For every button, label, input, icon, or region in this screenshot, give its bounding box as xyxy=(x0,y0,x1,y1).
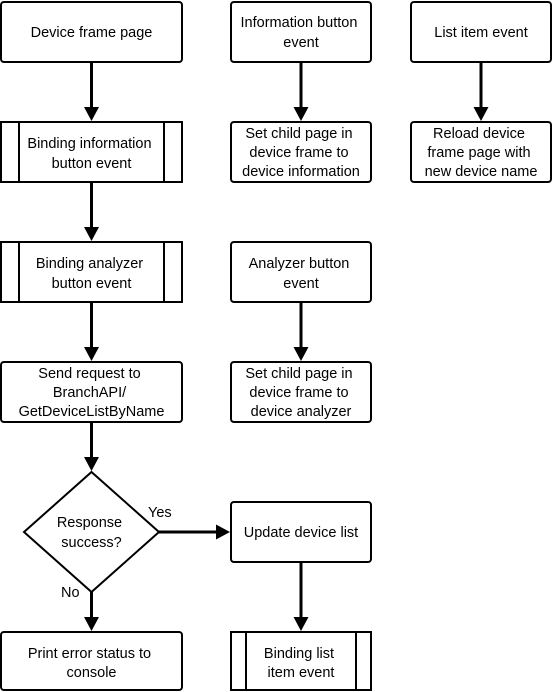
node-information-button-event-label: Information button event xyxy=(241,15,362,51)
node-information-button-event: Information button event xyxy=(230,1,372,63)
edge-label-no: No xyxy=(61,585,80,601)
node-reload-device-frame-label: Reload device frame page with new device… xyxy=(425,126,538,180)
edge-decision-yes-to-update-device-list xyxy=(159,524,230,540)
node-information-button-event-line-1: Information button xyxy=(241,15,358,31)
node-set-child-page-analyzer: Set child page in device frame to device… xyxy=(230,361,372,423)
node-device-frame-page: Device frame page xyxy=(0,1,183,63)
node-binding-list-item-label: Binding list item event xyxy=(264,646,338,681)
node-reload-device-frame-line-2: frame page with xyxy=(427,145,530,161)
node-set-child-info-line-3: device information xyxy=(242,164,360,180)
node-set-child-page-info: Set child page in device frame to device… xyxy=(230,121,372,183)
node-response-success-label: Response success? xyxy=(57,515,126,551)
node-binding-information-line-2: button event xyxy=(52,156,132,172)
edge-binding-information-to-binding-analyzer xyxy=(84,182,99,241)
edge-update-device-list-to-binding-list-item xyxy=(293,562,309,631)
edge-analyzer-event-to-set-child-analyzer xyxy=(293,302,309,361)
edge-label-yes: Yes xyxy=(148,505,172,521)
node-set-child-info-line-2: device frame to xyxy=(249,145,348,161)
node-information-button-event-line-2: event xyxy=(283,35,318,51)
node-update-device-list: Update device list xyxy=(230,501,372,563)
node-set-child-analyzer-line-3: device analyzer xyxy=(251,404,352,420)
node-send-request-label: Send request to BranchAPI/ GetDeviceList… xyxy=(19,366,165,420)
node-print-error-line-1: Print error status to xyxy=(28,646,151,662)
node-set-child-info-label: Set child page in device frame to device… xyxy=(242,126,360,180)
node-response-success-decision: Response success? xyxy=(22,470,161,594)
node-print-error-label: Print error status to console xyxy=(28,646,155,681)
node-send-request-line-2: BranchAPI/ xyxy=(53,385,127,401)
node-reload-device-frame-line-3: new device name xyxy=(425,164,538,180)
node-analyzer-button-event-line-2: event xyxy=(283,276,318,292)
node-response-success-line-2: success? xyxy=(61,535,121,551)
node-analyzer-button-event-label: Analyzer button event xyxy=(249,256,354,292)
node-binding-list-item-line-2: item event xyxy=(268,665,335,681)
node-device-frame-page-label: Device frame page xyxy=(31,25,153,41)
node-binding-analyzer-line-2: button event xyxy=(52,276,132,292)
node-device-frame-page-line-1: Device frame page xyxy=(31,25,153,41)
node-print-error-line-2: console xyxy=(67,665,117,681)
edge-send-request-to-decision xyxy=(84,422,99,471)
node-print-error-status: Print error status to console xyxy=(0,631,183,691)
node-binding-analyzer-line-1: Binding analyzer xyxy=(36,256,143,272)
edge-list-item-event-to-reload xyxy=(473,62,489,121)
edge-device-frame-to-binding-information xyxy=(84,62,99,121)
node-set-child-info-line-1: Set child page in xyxy=(245,126,352,142)
node-binding-analyzer-label: Binding analyzer button event xyxy=(36,256,147,292)
edge-decision-no-to-print-error xyxy=(84,592,99,631)
node-send-request: Send request to BranchAPI/ GetDeviceList… xyxy=(0,361,183,423)
node-analyzer-button-event: Analyzer button event xyxy=(230,241,372,303)
node-list-item-event-line-1: List item event xyxy=(434,25,528,41)
node-binding-list-item-line-1: Binding list xyxy=(264,646,334,662)
node-send-request-line-1: Send request to xyxy=(38,366,140,382)
node-binding-list-item-event: Binding list item event xyxy=(230,631,372,691)
node-analyzer-button-event-line-1: Analyzer button xyxy=(249,256,350,272)
node-reload-device-frame-line-1: Reload device xyxy=(433,126,525,142)
node-set-child-analyzer-line-2: device frame to xyxy=(249,385,348,401)
node-send-request-line-3: GetDeviceListByName xyxy=(19,404,165,420)
node-list-item-event: List item event xyxy=(410,1,552,63)
edge-information-event-to-set-child-info xyxy=(293,62,309,121)
node-reload-device-frame-page: Reload device frame page with new device… xyxy=(410,121,552,183)
node-list-item-event-label: List item event xyxy=(434,25,528,41)
node-set-child-analyzer-label: Set child page in device frame to device… xyxy=(245,366,356,420)
node-update-device-list-label: Update device list xyxy=(244,525,358,541)
node-binding-information-label: Binding information button event xyxy=(27,136,155,172)
edge-binding-analyzer-to-send-request xyxy=(84,302,99,361)
node-binding-information-button-event: Binding information button event xyxy=(0,121,183,183)
node-response-success-line-1: Response xyxy=(57,515,122,531)
node-update-device-list-line-1: Update device list xyxy=(244,525,358,541)
node-binding-information-line-1: Binding information xyxy=(27,136,151,152)
node-binding-analyzer-button-event: Binding analyzer button event xyxy=(0,241,183,303)
node-set-child-analyzer-line-1: Set child page in xyxy=(245,366,352,382)
